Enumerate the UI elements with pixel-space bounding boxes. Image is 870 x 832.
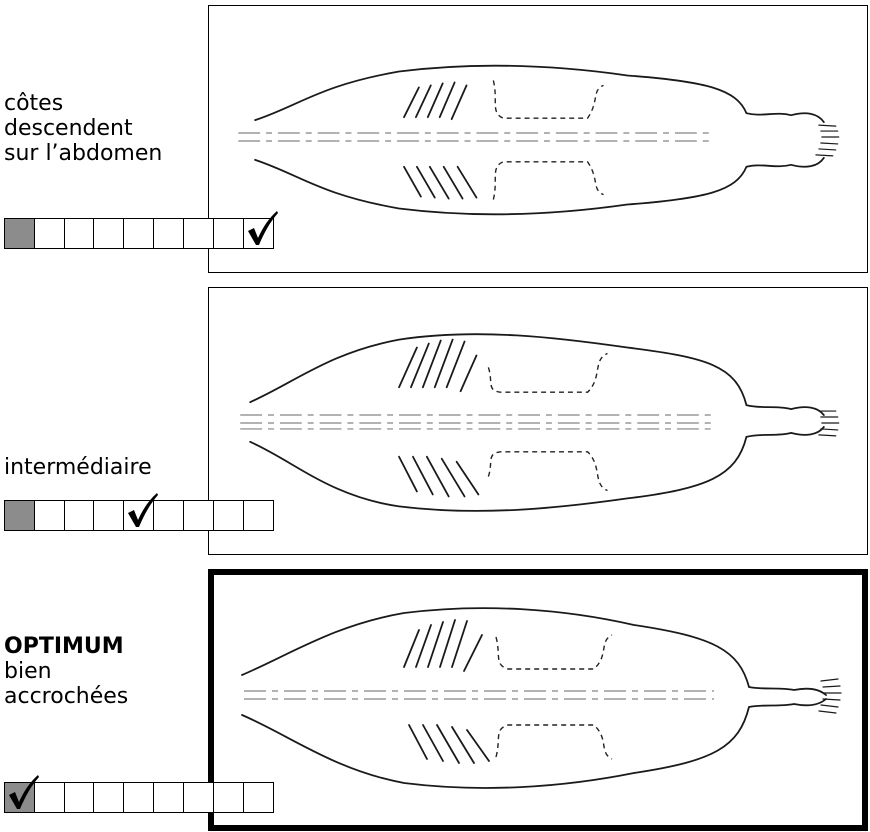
fillet-top-outline xyxy=(242,608,826,695)
scale-cell[interactable] xyxy=(153,218,184,249)
spine-lines xyxy=(240,415,711,429)
fillet-drawing-1 xyxy=(209,6,867,272)
checkmark-icon xyxy=(245,209,279,247)
fillet-top-outline xyxy=(255,66,824,122)
lower-ribs xyxy=(404,167,476,199)
scale-cell[interactable] xyxy=(93,500,124,531)
upper-ribs xyxy=(404,82,467,119)
tail-fins xyxy=(819,411,839,436)
upper-ribs xyxy=(399,340,476,392)
lower-ribs xyxy=(409,725,489,763)
fillet-bottom-outline xyxy=(242,699,826,788)
score-scale-2 xyxy=(4,500,274,531)
scale-cell[interactable] xyxy=(243,782,274,813)
scale-cell-checked[interactable] xyxy=(243,218,274,249)
fillet-panel-3-optimum xyxy=(208,569,868,831)
scale-cell[interactable] xyxy=(213,218,244,249)
scale-cell[interactable] xyxy=(34,218,65,249)
tail-fins xyxy=(819,679,841,713)
scale-cell[interactable] xyxy=(34,782,65,813)
scale-cell-shaded-checked[interactable] xyxy=(4,782,35,813)
label-line: côtes xyxy=(4,91,162,116)
fillet-top-outline xyxy=(250,334,824,415)
label-line: bien xyxy=(4,659,128,684)
scale-cell[interactable] xyxy=(93,782,124,813)
optimum-heading: OPTIMUM xyxy=(4,634,128,659)
scale-cell[interactable] xyxy=(243,500,274,531)
scale-cell-shaded[interactable] xyxy=(4,500,35,531)
label-line: sur l’abdomen xyxy=(4,141,162,166)
scale-cell[interactable] xyxy=(183,218,214,249)
label-line: intermédiaire xyxy=(4,455,152,480)
label-row-1: côtes descendent sur l’abdomen xyxy=(4,91,162,166)
belly-flaps xyxy=(496,635,612,759)
scale-cell[interactable] xyxy=(183,500,214,531)
fillet-bottom-outline xyxy=(255,158,824,214)
scale-cell[interactable] xyxy=(64,500,95,531)
scale-cell[interactable] xyxy=(123,782,154,813)
fillet-panel-2 xyxy=(208,287,868,555)
scale-cell[interactable] xyxy=(64,782,95,813)
fillet-panel-1 xyxy=(208,5,868,273)
belly-flaps xyxy=(488,354,607,491)
scale-cell[interactable] xyxy=(123,218,154,249)
spine-lines xyxy=(238,133,711,141)
label-row-3: OPTIMUM bien accrochées xyxy=(4,634,128,709)
spine-lines xyxy=(244,691,714,699)
scale-cell[interactable] xyxy=(153,782,184,813)
scale-cell[interactable] xyxy=(183,782,214,813)
belly-flaps xyxy=(493,80,603,199)
lower-ribs xyxy=(399,457,478,497)
tail-fins xyxy=(816,125,839,156)
score-scale-3 xyxy=(4,782,274,813)
label-line: accrochées xyxy=(4,684,128,709)
fillet-drawing-2 xyxy=(209,288,867,554)
score-scale-1 xyxy=(4,218,274,249)
scale-cell[interactable] xyxy=(213,782,244,813)
label-line: descendent xyxy=(4,116,162,141)
scale-cell[interactable] xyxy=(213,500,244,531)
scale-cell[interactable] xyxy=(153,500,184,531)
scale-cell-shaded[interactable] xyxy=(4,218,35,249)
scale-cell[interactable] xyxy=(34,500,65,531)
fillet-drawing-3 xyxy=(214,575,862,825)
scale-cell[interactable] xyxy=(64,218,95,249)
label-row-2: intermédiaire xyxy=(4,455,152,480)
fillet-bottom-outline xyxy=(250,427,824,511)
upper-ribs xyxy=(404,620,482,671)
scale-cell-checked[interactable] xyxy=(123,500,154,531)
scale-cell[interactable] xyxy=(93,218,124,249)
